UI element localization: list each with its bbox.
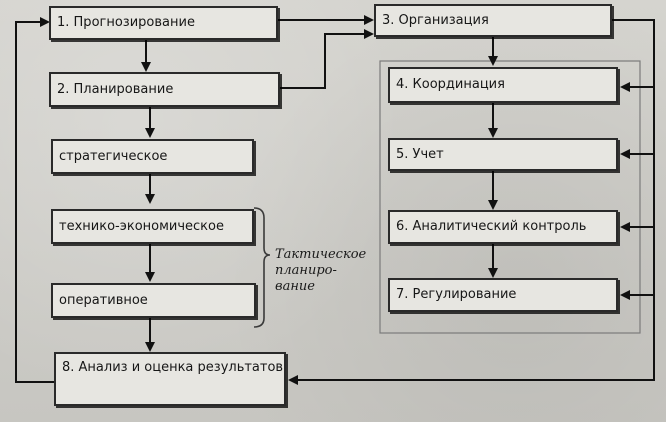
box-operational-planning: оперативное: [51, 283, 256, 318]
box-accounting-label: 5. Учет: [396, 146, 444, 162]
box-planning: 2. Планирование: [49, 72, 280, 107]
arrow-planning-to-organization: [280, 29, 374, 89]
box-strategic-planning-label: стратегическое: [59, 148, 168, 164]
feedback-arrow-right-loop-to-analysis: [288, 19, 655, 385]
box-coordination: 4. Координация: [388, 67, 618, 103]
feedback-arrow-analysis-to-forecasting: [15, 17, 54, 383]
box-accounting: 5. Учет: [388, 138, 618, 171]
box-forecasting: 1. Прогнозирование: [49, 6, 278, 40]
box-coordination-label: 4. Координация: [396, 77, 505, 92]
box-regulation: 7. Регулирование: [388, 278, 618, 312]
box-analytical-control: 6. Аналитический контроль: [388, 210, 618, 244]
box-analysis-and-evaluation-label: 8. Анализ и оценка результатов: [62, 360, 284, 375]
box-technical-economic-planning-label: технико-экономическое: [59, 218, 224, 234]
box-strategic-planning: стратегическое: [51, 139, 254, 174]
tactical-planning-brace: [253, 207, 271, 328]
box-planning-label: 2. Планирование: [57, 81, 174, 97]
box-forecasting-label: 1. Прогнозирование: [57, 15, 195, 30]
box-organization: 3. Организация: [374, 4, 612, 37]
tactical-planning-label: Тактическое планиро-вание: [275, 247, 367, 294]
box-analysis-and-evaluation: 8. Анализ и оценка результатов: [54, 352, 286, 406]
organization-group-frame: [379, 60, 641, 334]
box-technical-economic-planning: технико-экономическое: [51, 209, 254, 244]
box-operational-planning-label: оперативное: [59, 292, 148, 308]
box-regulation-label: 7. Регулирование: [396, 287, 517, 302]
box-organization-label: 3. Организация: [382, 12, 489, 28]
box-analytical-control-label: 6. Аналитический контроль: [396, 219, 587, 234]
